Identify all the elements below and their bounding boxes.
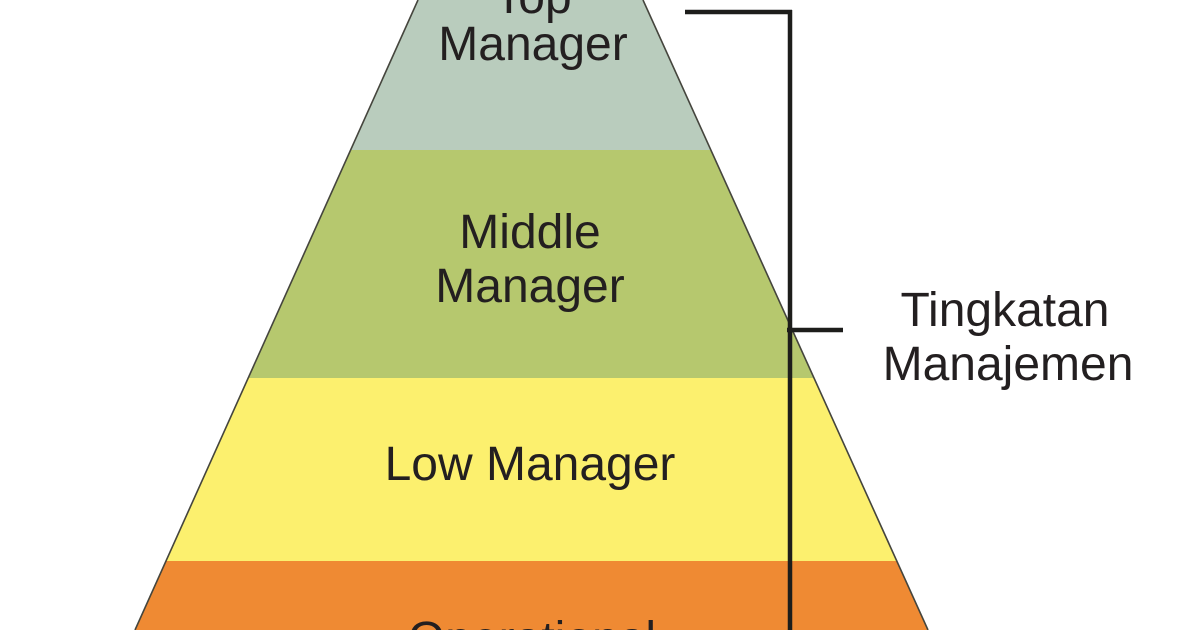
top-manager-label-line-2: Manager [438, 18, 627, 71]
low-manager-label: Low Manager [385, 438, 676, 491]
pyramid-right-edge [642, 0, 929, 630]
top-manager-label-line-1: Top [494, 0, 571, 24]
low-manager-band [166, 378, 897, 561]
middle-manager-band [248, 150, 814, 378]
middle-manager-label-line-1: Middle [459, 206, 600, 259]
middle-manager-label-line-2: Manager [435, 260, 624, 313]
bracket-label-line-2: Manajemen [883, 338, 1134, 391]
bracket-label-line-1: Tingkatan [900, 284, 1109, 337]
top-manager-band [351, 0, 711, 150]
operational-band [135, 561, 928, 630]
operational-label: Operational [408, 613, 656, 630]
pyramid-left-edge [134, 0, 419, 630]
